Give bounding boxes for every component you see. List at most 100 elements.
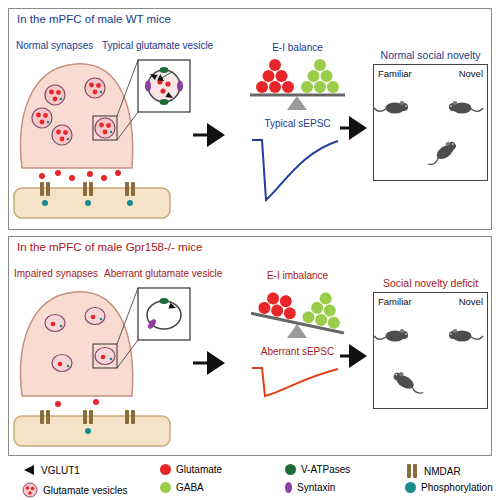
chamber-label: Familiar [378, 296, 412, 307]
legend-symbol [22, 482, 38, 498]
legend-swatch [160, 482, 171, 493]
chamber-label: Novel [459, 68, 483, 79]
legend-text: Glutamate vesicles [43, 485, 127, 496]
test-title: Social novelty deficit [373, 277, 488, 289]
wt-synapse [32, 108, 52, 128]
legend-symbol [26, 486, 30, 490]
ko-synapse [14, 288, 190, 446]
ei-seesaw [327, 81, 339, 93]
legend-symbol [24, 465, 34, 475]
legend-symbol [22, 464, 36, 476]
wt-synapse [177, 81, 183, 92]
legend-item: Phosphorylation [405, 482, 493, 493]
ei-seesaw-tilted [266, 291, 280, 305]
legend-symbol [405, 464, 419, 478]
ei-seesaw [287, 96, 307, 110]
ei-seesaw [263, 70, 275, 82]
ko-synapse [146, 318, 157, 330]
legend-text: VGLUT1 [41, 465, 80, 476]
legend-item: NMDAR [405, 464, 461, 478]
ko-synapse [40, 410, 50, 424]
social-arena: Normal social noveltyFamiliar Novel [373, 49, 488, 181]
sepsc-trace [252, 368, 338, 396]
legend-item: Syntaxin [285, 482, 335, 493]
legend-symbol [22, 482, 38, 498]
panel-title: In the mPFC of male Gpr158-/- mice [17, 241, 202, 253]
wt-synapse [95, 118, 115, 138]
legend-swatch [160, 464, 171, 475]
ei-seesaw-tilted [327, 316, 341, 330]
legend-swatch [405, 482, 416, 493]
wt-synapse [145, 81, 151, 92]
ko-synapse [138, 288, 190, 340]
ei-seesaw [250, 59, 345, 110]
flow-arrow [193, 362, 222, 365]
illustration [449, 101, 483, 114]
arena-box: Familiar Novel [373, 64, 488, 181]
legend-swatch [285, 464, 296, 475]
ei-seesaw-tilted [283, 306, 297, 320]
ko-synapse [55, 401, 61, 407]
legend-symbol [407, 464, 411, 478]
wt-synapse [117, 60, 138, 116]
wt-synapse [138, 60, 190, 112]
ei-seesaw [276, 70, 288, 82]
wt-synapse [83, 182, 93, 196]
flow-arrow [340, 127, 364, 130]
wt-synapse [158, 72, 172, 80]
ko-synapse [160, 298, 169, 304]
wt-synapse [21, 64, 133, 168]
chamber-label: Familiar [378, 68, 412, 79]
figure-label: Typical glutamate vesicle [102, 40, 227, 52]
legend-text: GABA [176, 482, 204, 493]
ko-synapse [93, 399, 99, 405]
ei-seesaw [301, 81, 313, 93]
wt-synapse [87, 171, 93, 177]
wt-synapse [165, 81, 170, 86]
ei-seesaw-tilted [323, 303, 337, 317]
ko-synapse [52, 355, 72, 372]
wt-synapse [149, 71, 158, 80]
wt-synapse [165, 92, 174, 101]
ei-seesaw-tilted [251, 278, 351, 333]
wt-synapse [69, 175, 75, 181]
figure-label: Aberrant glutamate vesicle [104, 268, 234, 280]
wt-synapse [42, 200, 48, 206]
wt-synapse [125, 182, 135, 196]
figure-label: E-I imbalance [250, 270, 345, 282]
figure-label: Normal synapses [16, 40, 98, 52]
legend-symbol [31, 487, 35, 491]
wt-synapse [101, 175, 107, 181]
wt-synapse [115, 170, 121, 176]
wt-synapse [160, 88, 165, 93]
wt-synapse [85, 78, 105, 98]
ei-seesaw [269, 59, 281, 71]
test-title: Normal social novelty [373, 49, 488, 61]
wt-synapse [52, 125, 72, 145]
flow-arrow [340, 355, 364, 358]
ko-synapse [117, 288, 138, 344]
social-arena: Social novelty deficitFamiliarNovel [373, 277, 488, 409]
legend-item: GABA [160, 482, 204, 493]
ei-seesaw-tilted [287, 324, 307, 338]
wt-synapse [93, 116, 117, 140]
ko-synapse [125, 410, 135, 424]
ei-seesaw-tilted [319, 291, 333, 305]
wt-synapse [39, 173, 45, 179]
figure-label: Impaired synapses [14, 268, 102, 280]
legend-text: NMDAR [424, 466, 461, 477]
ei-seesaw [282, 81, 294, 93]
legend-symbol [405, 464, 419, 478]
legend-text: Glutamate [176, 464, 222, 475]
legend-item: VGLUT1 [22, 464, 80, 476]
wt-synapse [117, 112, 138, 140]
ko-synapse [85, 428, 91, 434]
wt-synapse [55, 170, 61, 176]
ko-synapse [85, 308, 105, 325]
ei-seesaw [314, 59, 326, 71]
illustration [374, 329, 408, 342]
legend-swatch [285, 482, 292, 493]
illustration [449, 329, 483, 342]
ko-synapse [83, 410, 93, 424]
wt-synapse [148, 70, 180, 102]
